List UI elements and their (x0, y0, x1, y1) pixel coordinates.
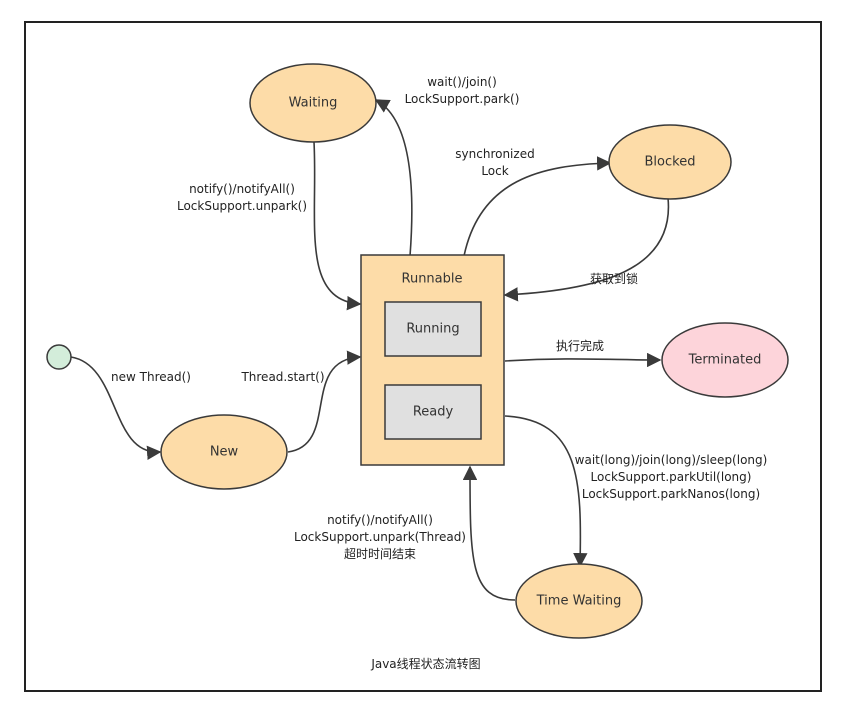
label-timed-wait-1: wait(long)/join(long)/sleep(long) (575, 453, 768, 467)
label-timed-wake-2: LockSupport.unpark(Thread) (294, 530, 466, 544)
diagram-frame (24, 21, 822, 692)
label-lock: Lock (481, 164, 508, 178)
label-locksupport-unpark: LockSupport.unpark() (177, 199, 307, 213)
label-acquire-lock: 获取到锁 (590, 271, 638, 286)
label-timed-wait-2: LockSupport.parkUtil(long) (591, 470, 752, 484)
label-new-thread: new Thread() (111, 370, 191, 384)
start-node (46, 344, 72, 370)
time-waiting-state (515, 563, 643, 639)
label-timed-wake-3: 超时时间结束 (344, 546, 416, 561)
running-label: Running (406, 322, 459, 337)
label-notify: notify()/notifyAll() (189, 182, 295, 196)
blocked-state (608, 124, 732, 200)
ready-state-box (384, 384, 482, 440)
edge-runnable-to-terminated (504, 352, 662, 368)
time-waiting-label: Time Waiting (536, 594, 622, 609)
terminated-label: Terminated (688, 353, 762, 368)
label-execution-complete: 执行完成 (556, 338, 604, 353)
edge-runnable-to-waiting (374, 99, 413, 257)
edge-blocked-to-runnable (503, 197, 670, 302)
edge-runnable-to-blocked (463, 156, 612, 257)
waiting-state (249, 63, 377, 143)
edge-waiting-to-runnable (313, 141, 362, 311)
waiting-label: Waiting (289, 96, 338, 111)
label-wait-join: wait()/join() (427, 75, 497, 89)
diagram-caption: Java线程状态流转图 (370, 656, 480, 671)
label-timed-wake-1: notify()/notifyAll() (327, 513, 433, 527)
edge-time-waiting-to-runnable (462, 465, 516, 601)
running-state-box (384, 301, 482, 357)
label-timed-wait-3: LockSupport.parkNanos(long) (582, 487, 760, 501)
edge-start-to-new (70, 356, 162, 460)
terminated-state (661, 322, 789, 398)
label-synchronized: synchronized (455, 147, 534, 161)
ready-label: Ready (413, 405, 454, 420)
new-label: New (210, 445, 239, 460)
runnable-label: Runnable (402, 272, 463, 287)
label-locksupport-park: LockSupport.park() (405, 92, 520, 106)
edge-runnable-to-time-waiting (504, 415, 588, 568)
new-state (160, 414, 288, 490)
blocked-label: Blocked (645, 155, 696, 170)
edge-new-to-runnable (287, 350, 362, 453)
label-thread-start: Thread.start() (240, 370, 324, 384)
